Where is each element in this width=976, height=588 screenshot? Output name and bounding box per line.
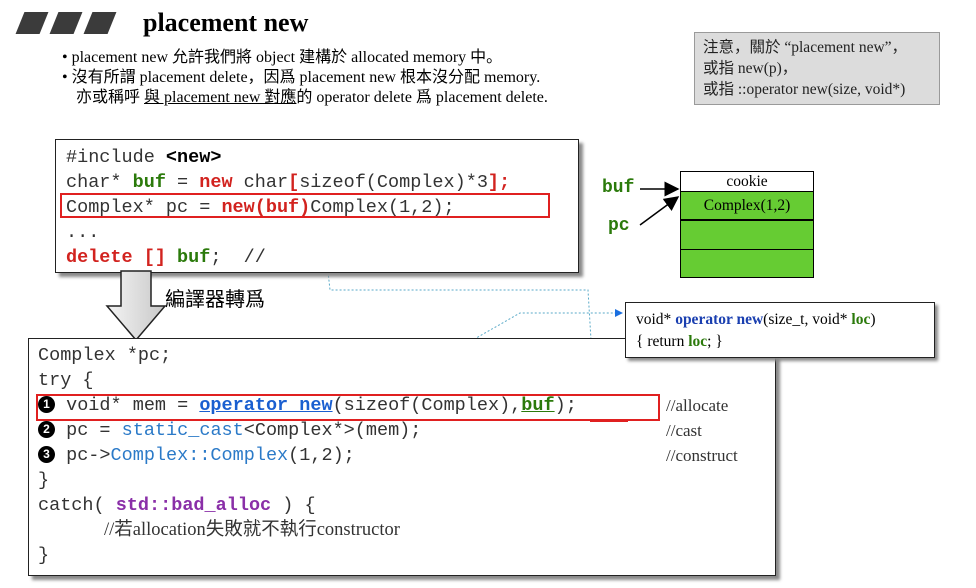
memory-cell-cookie: cookie (680, 171, 814, 192)
code-top-line-3: Complex* pc = new(buf)Complex(1,2); (66, 197, 455, 218)
operator-new-line-1: void* operator new(size_t, void* loc) (636, 311, 876, 328)
memory-cell-empty-2 (680, 250, 814, 278)
operator-new-box: void* operator new(size_t, void* loc) { … (625, 302, 935, 358)
memory-cell-empty-1 (680, 220, 814, 250)
conversion-caption: 編譯器轉爲 (165, 289, 265, 311)
code-bottom-line-7: catch( std::bad_alloc ) { (38, 495, 316, 516)
step-2-badge: 2 (38, 421, 55, 438)
code-bottom-line-6: } (38, 470, 50, 491)
memory-cell-object: Complex(1,2) (680, 192, 814, 220)
down-arrow-icon (105, 270, 167, 342)
page-title: placement new (143, 8, 309, 37)
step-3-badge: 3 (38, 446, 55, 463)
code-box-top (55, 139, 579, 273)
highlight-operator-new (36, 394, 660, 421)
code-bottom-line-9: } (38, 545, 50, 566)
bullet-2: • 沒有所謂 placement delete，因爲 placement new… (62, 69, 541, 86)
code-bottom-line-1: Complex *pc; (38, 345, 172, 366)
bullet-3-pre: 亦或稱呼 (76, 89, 145, 106)
comment-allocate: //allocate (666, 396, 729, 415)
code-top-line-1: #include <new> (66, 147, 222, 168)
comment-construct: //construct (666, 446, 738, 465)
code-bottom-line-4: 2 pc = static_cast<Complex*>(mem);//cast (38, 418, 702, 443)
bullet-3-post: 的 operator delete 爲 placement delete. (296, 89, 548, 106)
code-bottom: Complex *pc; try {1 void* mem = operator … (38, 343, 738, 568)
memory-block: cookie Complex(1,2) (680, 171, 814, 278)
pc-arrow (639, 196, 680, 226)
code-top-line-4: ... (66, 222, 100, 243)
comment-cast: //cast (666, 421, 702, 440)
code-top: #include <new> char* buf = new char[sizeo… (66, 145, 510, 270)
code-bottom-line-3: 1 void* mem = operator new(sizeof(Comple… (38, 393, 728, 418)
bullet-3: 亦或稱呼 與 placement new 對應的 operator delete… (62, 88, 548, 108)
note-box: 注意，關於 “placement new”， 或指 new(p)， 或指 ::o… (694, 32, 940, 105)
code-bottom-line-2: try { (38, 370, 94, 391)
code-top-line-5: delete [] buf; // (66, 247, 266, 268)
note-line-2: 或指 new(p)， (703, 60, 798, 77)
code-top-line-2: char* buf = new char[sizeof(Complex)*3]; (66, 172, 511, 193)
code-box-bottom (28, 338, 776, 576)
code-bottom-line-8: //若allocation失敗就不執行constructor (104, 520, 400, 540)
note-line-3: 或指 ::operator new(size, void*) (703, 81, 906, 98)
step-1-badge: 1 (38, 396, 55, 413)
highlight-placement-new (60, 193, 550, 218)
code-bottom-line-5: 3 pc->Complex::Complex(1,2);//construct (38, 443, 738, 468)
bullet-1: • placement new 允許我們將 object 建構於 allocat… (62, 49, 503, 66)
note-line-1: 注意，關於 “placement new”， (703, 39, 908, 56)
operator-new-line-2: { return loc; } (636, 333, 723, 350)
buf-underline (590, 420, 628, 422)
memory-label-buf: buf (602, 178, 635, 198)
bullet-list: • placement new 允許我們將 object 建構於 allocat… (62, 48, 548, 108)
memory-label-pc: pc (608, 216, 630, 236)
bullet-3-underlined: 與 placement new 對應 (144, 89, 297, 106)
